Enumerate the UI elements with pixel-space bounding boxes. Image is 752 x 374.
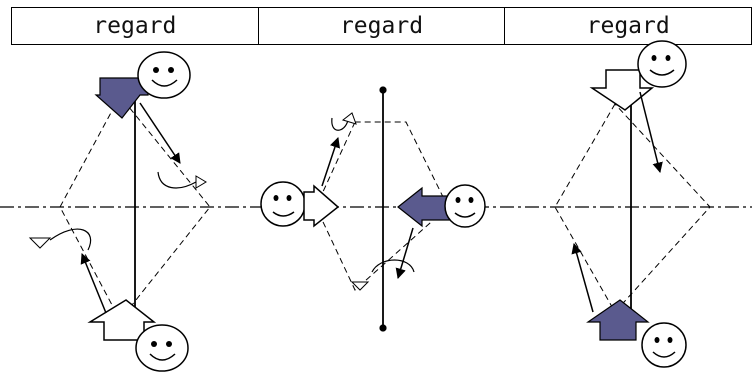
- panel-2-left-smiley-icon: [260, 181, 306, 227]
- header-row: regard regard regard: [11, 7, 752, 45]
- panel-2-top-curl-icon: [331, 117, 349, 131]
- panel-2-left-motion-arrow: [321, 137, 340, 187]
- panel-1-top-curl-icon: [157, 171, 197, 189]
- panel-3-bottom-smiley-icon: [641, 322, 687, 368]
- panel-2-dashed-diamond: [315, 121, 449, 291]
- panel-1: [28, 51, 211, 372]
- panel-2-right-smiley-icon: [444, 184, 486, 228]
- panel-3: [554, 40, 711, 368]
- panel-2: [260, 86, 486, 332]
- panel-2-bottom-curl-icon: [371, 259, 415, 273]
- panel-3-bottom-filled-arrow: [586, 299, 650, 341]
- panel-1-bottom-smiley-icon: [135, 324, 189, 372]
- panel-1-bottom-hollow-arrow: [87, 299, 157, 341]
- panel-3-top-motion-arrow: [639, 91, 663, 174]
- panel-1-bottom-motion-arrow: [80, 253, 107, 314]
- panel-2-left-hollow-arrow: [303, 184, 340, 228]
- header-cell-2: regard: [259, 8, 506, 44]
- panel-3-bottom-motion-arrow: [571, 242, 594, 313]
- header-cell-3: regard: [586, 13, 670, 39]
- panel-3-top-smiley-icon: [637, 40, 687, 88]
- panel-1-bottom-curl-icon: [49, 228, 92, 251]
- header-cell-1: regard: [12, 8, 259, 44]
- panel-3-dashed-diamond: [554, 103, 711, 313]
- panel-1-top-smiley-icon: [137, 51, 191, 99]
- panel-2-right-filled-arrow: [397, 186, 451, 228]
- panel-1-top-motion-arrow: [139, 102, 181, 164]
- panel-2-right-motion-arrow: [395, 227, 414, 280]
